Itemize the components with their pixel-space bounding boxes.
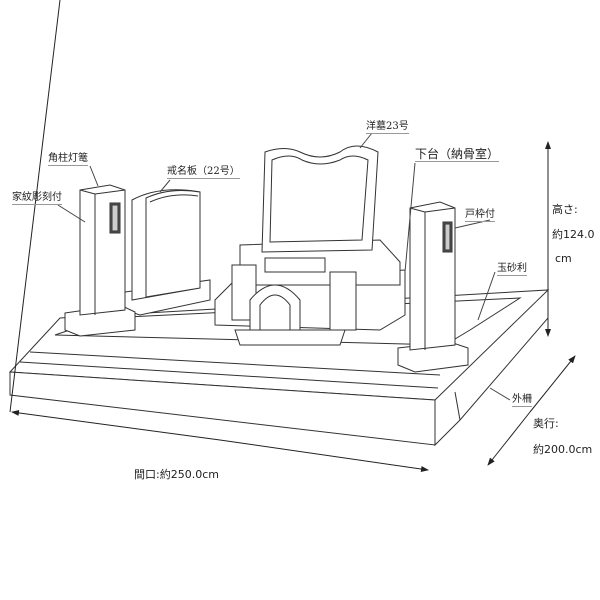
stone-lantern-right (397, 201, 469, 373)
label-main-stone: 洋墓23号 (366, 121, 409, 134)
label-lantern: 角柱灯篭 (48, 153, 88, 166)
leader-lines (57, 132, 511, 401)
label-family-crest: 家紋彫刻付 (12, 192, 62, 205)
height-label: 高さ: (552, 203, 578, 216)
incense-burner (234, 257, 346, 346)
label-lower-base: 下台（納骨室） (415, 147, 500, 162)
kaimyo-plaque (124, 189, 211, 316)
width-text: 間口:約250.0cm (134, 468, 219, 481)
label-plaque: 戒名板（22号） (167, 166, 240, 179)
main-tombstone (261, 145, 379, 253)
depth-arrow (487, 411, 531, 466)
height-value: 約124.0 (552, 228, 595, 241)
depth-label: 奥行: (533, 417, 559, 430)
height-unit: cm (555, 252, 572, 265)
label-gravel: 玉砂利 (497, 263, 527, 276)
depth-value: 約200.0cm (533, 443, 593, 456)
label-door-frame: 戸枠付 (465, 209, 495, 222)
dimension-arrows (9, 0, 576, 472)
stone-lantern-left (64, 184, 136, 337)
label-outer-fence: 外柵 (512, 394, 532, 407)
width-arrow (11, 409, 221, 441)
